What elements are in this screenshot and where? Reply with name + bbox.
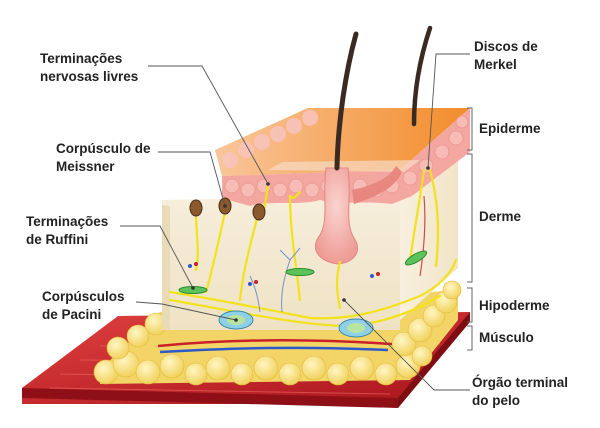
blood-vessel	[419, 195, 426, 277]
label-merkel: Discos de Merkel	[474, 39, 538, 72]
hair-follicle	[315, 166, 402, 265]
label-ruffini: Terminações de Ruffini	[26, 214, 109, 247]
cell-dots	[188, 262, 380, 286]
layer-brackets	[467, 107, 473, 351]
label-pacini: Corpúsculos de Pacini	[42, 289, 125, 322]
epidermis-layer	[215, 108, 470, 206]
label-free-nerve-endings: Terminações nervosas livres	[40, 51, 139, 84]
label-epidermis: Epiderme	[479, 121, 541, 136]
label-hypodermis: Hipoderme	[479, 298, 550, 313]
label-dermis: Derme	[479, 209, 522, 224]
label-hair-end-organ: Órgão terminal do pelo	[472, 375, 569, 408]
label-muscle: Músculo	[479, 330, 534, 345]
label-meissner: Corpúsculo de Meissner	[56, 141, 151, 174]
ruffini-endings	[178, 250, 428, 294]
leader-lines	[120, 53, 470, 391]
leader-dots	[191, 166, 430, 322]
capillaries	[249, 247, 301, 313]
hair-shafts	[334, 25, 433, 171]
